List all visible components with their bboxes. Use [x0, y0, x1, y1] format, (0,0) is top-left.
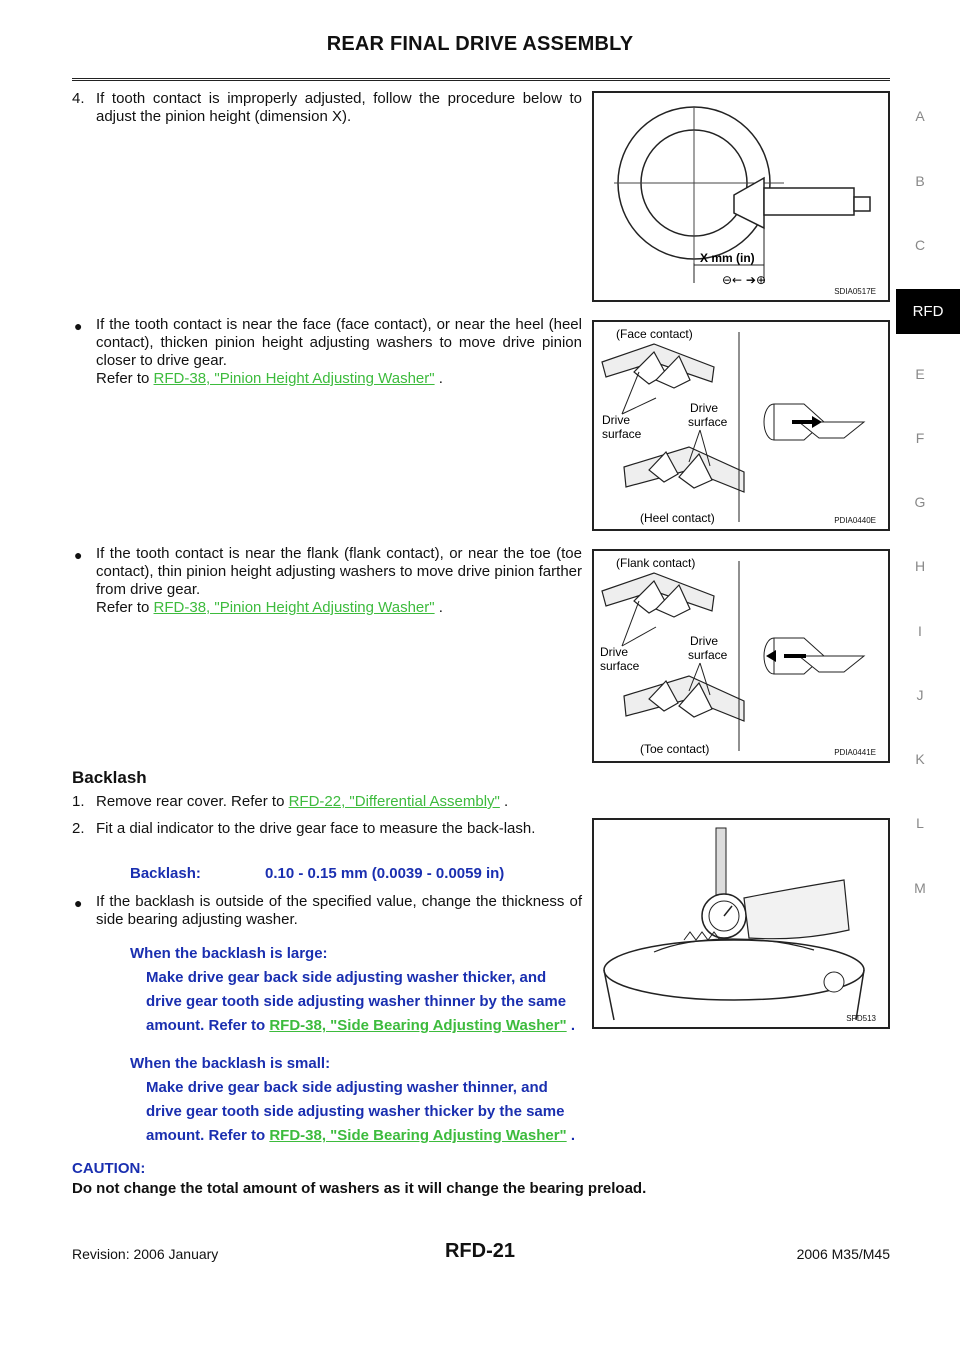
backlash-small-text: Make drive gear back side adjusting wash… [146, 1076, 578, 1148]
pinion-gear-diagram: X mm (in) ⊖← ➔⊕ [614, 106, 871, 287]
footer-model: 2006 M35/M45 [796, 1246, 890, 1262]
drive-label-left: Drive [600, 645, 628, 659]
caution-text: Do not change the total amount of washer… [72, 1180, 647, 1197]
sidebar-tab-c[interactable]: C [914, 237, 926, 253]
link-suffix: . [566, 1127, 576, 1144]
step1-text: Remove rear cover. Refer to [96, 793, 289, 810]
sidebar-tab-a[interactable]: A [915, 108, 925, 124]
caution-label: CAUTION: [72, 1160, 146, 1177]
face-heel-diagram: (Face contact) Drive surface Drive surfa… [601, 327, 866, 525]
figure-code: PDIA0440E [834, 516, 876, 525]
svg-text:⊖← ➔⊕: ⊖← ➔⊕ [722, 273, 766, 287]
link-suffix: . [499, 793, 509, 810]
surface-label-left: surface [600, 659, 640, 673]
bullet-face-text: If the tooth contact is near the face (f… [96, 316, 582, 369]
backlash-small-label: When the backlash is small: [130, 1055, 331, 1072]
surface-label-left: surface [602, 427, 642, 441]
bullet-icon: ● [74, 547, 83, 563]
section-heading: Backlash [72, 768, 147, 787]
header-divider [72, 78, 890, 81]
refer-prefix: Refer to [96, 370, 154, 387]
sidebar-tab-f[interactable]: F [915, 430, 925, 446]
surface-label-right: surface [688, 648, 728, 662]
surface-label-right: surface [688, 415, 728, 429]
backlash-large-text: Make drive gear back side adjusting wash… [146, 966, 578, 1038]
pinion-height-figure: X mm (in) ⊖← ➔⊕ SDIA0517E [592, 91, 890, 302]
sidebar-tab-h[interactable]: H [914, 558, 926, 574]
sidebar-tab-e[interactable]: E [915, 366, 925, 382]
flank-toe-contact-figure: (Flank contact) Drive surface Drive surf… [592, 549, 890, 763]
bullet-icon: ● [74, 895, 83, 911]
step-text: Remove rear cover. Refer to RFD-22, "Dif… [96, 793, 582, 811]
link-differential-assembly[interactable]: RFD-22, "Differential Assembly" [288, 793, 500, 810]
sidebar-tab-k[interactable]: K [915, 751, 925, 767]
drive-label-right: Drive [690, 401, 718, 415]
bullet-icon: ● [74, 318, 83, 334]
dimension-label: X mm (in) [700, 251, 755, 265]
link-suffix: . [434, 370, 443, 387]
sidebar-tab-g[interactable]: G [914, 494, 926, 510]
step-text: Fit a dial indicator to the drive gear f… [96, 820, 536, 837]
footer-revision: Revision: 2006 January [72, 1246, 219, 1262]
link-suffix: . [434, 599, 443, 616]
sidebar-tab-l[interactable]: L [916, 815, 924, 831]
spec-value: 0.10 - 0.15 mm (0.0039 - 0.0059 in) [265, 865, 505, 882]
step-text: If tooth contact is improperly adjusted,… [96, 90, 582, 125]
bullet-text: If the tooth contact is near the flank (… [96, 545, 582, 617]
bullet-text: If the tooth contact is near the face (f… [96, 316, 582, 388]
spec-label: Backlash: [130, 865, 201, 882]
flank-contact-label: (Flank contact) [616, 556, 695, 570]
drive-label-left: Drive [602, 413, 630, 427]
page-number: RFD-21 [444, 1240, 515, 1262]
dial-indicator-figure: SPD513 [592, 818, 890, 1029]
backlash-large-label: When the backlash is large: [130, 945, 328, 962]
small-text: Make drive gear back side adjusting wash… [146, 1079, 565, 1144]
face-heel-contact-figure: (Face contact) Drive surface Drive surfa… [592, 320, 890, 531]
link-pinion-height-washer[interactable]: RFD-38, "Pinion Height Adjusting Washer" [153, 370, 435, 387]
page-title: REAR FINAL DRIVE ASSEMBLY [326, 33, 634, 55]
step-number: 2. [72, 820, 85, 837]
refer-prefix: Refer to [96, 599, 154, 616]
heel-contact-label: (Heel contact) [640, 511, 715, 525]
sidebar-tab-i[interactable]: I [918, 623, 922, 639]
figure-code: PDIA0441E [834, 748, 876, 757]
drive-label-right: Drive [690, 634, 718, 648]
link-suffix: . [566, 1017, 576, 1034]
link-side-bearing-washer[interactable]: RFD-38, "Side Bearing Adjusting Washer" [269, 1017, 567, 1034]
flank-toe-diagram: (Flank contact) Drive surface Drive surf… [600, 556, 866, 756]
link-side-bearing-washer[interactable]: RFD-38, "Side Bearing Adjusting Washer" [269, 1127, 567, 1144]
bullet-flank-text: If the tooth contact is near the flank (… [96, 545, 582, 598]
step-number: 4. [72, 90, 85, 107]
figure-code: SDIA0517E [834, 287, 876, 296]
step-number: 1. [72, 793, 85, 810]
link-pinion-height-washer[interactable]: RFD-38, "Pinion Height Adjusting Washer" [153, 599, 435, 616]
bullet-text: If the backlash is outside of the specif… [96, 893, 582, 928]
figure-code: SPD513 [846, 1014, 876, 1023]
sidebar-tab-b[interactable]: B [915, 173, 925, 189]
dial-indicator-diagram [603, 827, 865, 1021]
sidebar-tab-m[interactable]: M [914, 880, 926, 896]
sidebar-tab-j[interactable]: J [916, 687, 924, 703]
large-text: Make drive gear back side adjusting wash… [146, 969, 567, 1034]
face-contact-label: (Face contact) [616, 327, 693, 341]
sidebar-tab-rfd[interactable]: RFD [896, 289, 960, 334]
toe-contact-label: (Toe contact) [640, 742, 709, 756]
